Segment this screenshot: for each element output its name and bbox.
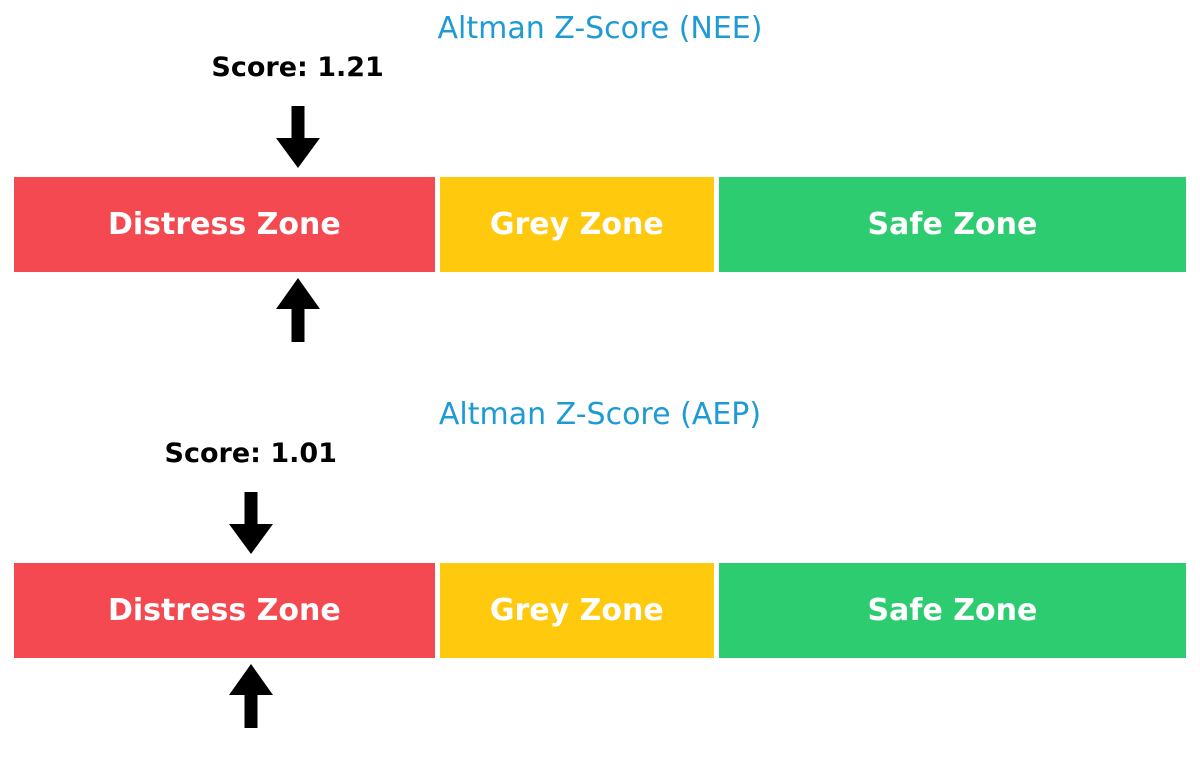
- score-pointer-up-arrow-icon: [275, 278, 321, 342]
- chart-title: Altman Z-Score (AEP): [438, 397, 762, 432]
- zscore-chart-aep: Altman Z-Score (AEP) Score: 1.01 Distres…: [0, 386, 1200, 774]
- chart-bar-area: Score: 1.21 Distress Zone Grey Zone Safe…: [14, 0, 1186, 388]
- safe-zone-label: Safe Zone: [867, 207, 1038, 242]
- grey-zone-segment: Grey Zone: [439, 563, 714, 658]
- zscore-chart-nee: Altman Z-Score (NEE) Score: 1.21 Distres…: [14, 0, 1186, 388]
- safe-zone-label: Safe Zone: [867, 593, 1038, 628]
- distress-zone-label: Distress Zone: [107, 207, 341, 242]
- grey-zone-label: Grey Zone: [489, 593, 664, 628]
- distress-zone-segment: Distress Zone: [14, 177, 435, 272]
- distress-zone-segment: Distress Zone: [14, 563, 435, 658]
- distress-zone-label: Distress Zone: [107, 593, 341, 628]
- grey-zone-label: Grey Zone: [489, 207, 664, 242]
- safe-zone-segment: Safe Zone: [718, 177, 1186, 272]
- zone-bar: Distress Zone Grey Zone Safe Zone: [14, 177, 1186, 272]
- chart-bar-area: Score: 1.01 Distress Zone Grey Zone Safe…: [14, 386, 1186, 774]
- safe-zone-segment: Safe Zone: [718, 563, 1186, 658]
- score-label: Score: 1.21: [211, 52, 384, 83]
- grey-zone-segment: Grey Zone: [439, 177, 714, 272]
- zone-bar: Distress Zone Grey Zone Safe Zone: [14, 563, 1186, 658]
- score-pointer-up-arrow-icon: [228, 664, 274, 728]
- chart-title: Altman Z-Score (NEE): [437, 11, 763, 46]
- score-pointer-down-arrow-icon: [228, 492, 274, 554]
- score-pointer-down-arrow-icon: [275, 106, 321, 168]
- score-label: Score: 1.01: [164, 438, 337, 469]
